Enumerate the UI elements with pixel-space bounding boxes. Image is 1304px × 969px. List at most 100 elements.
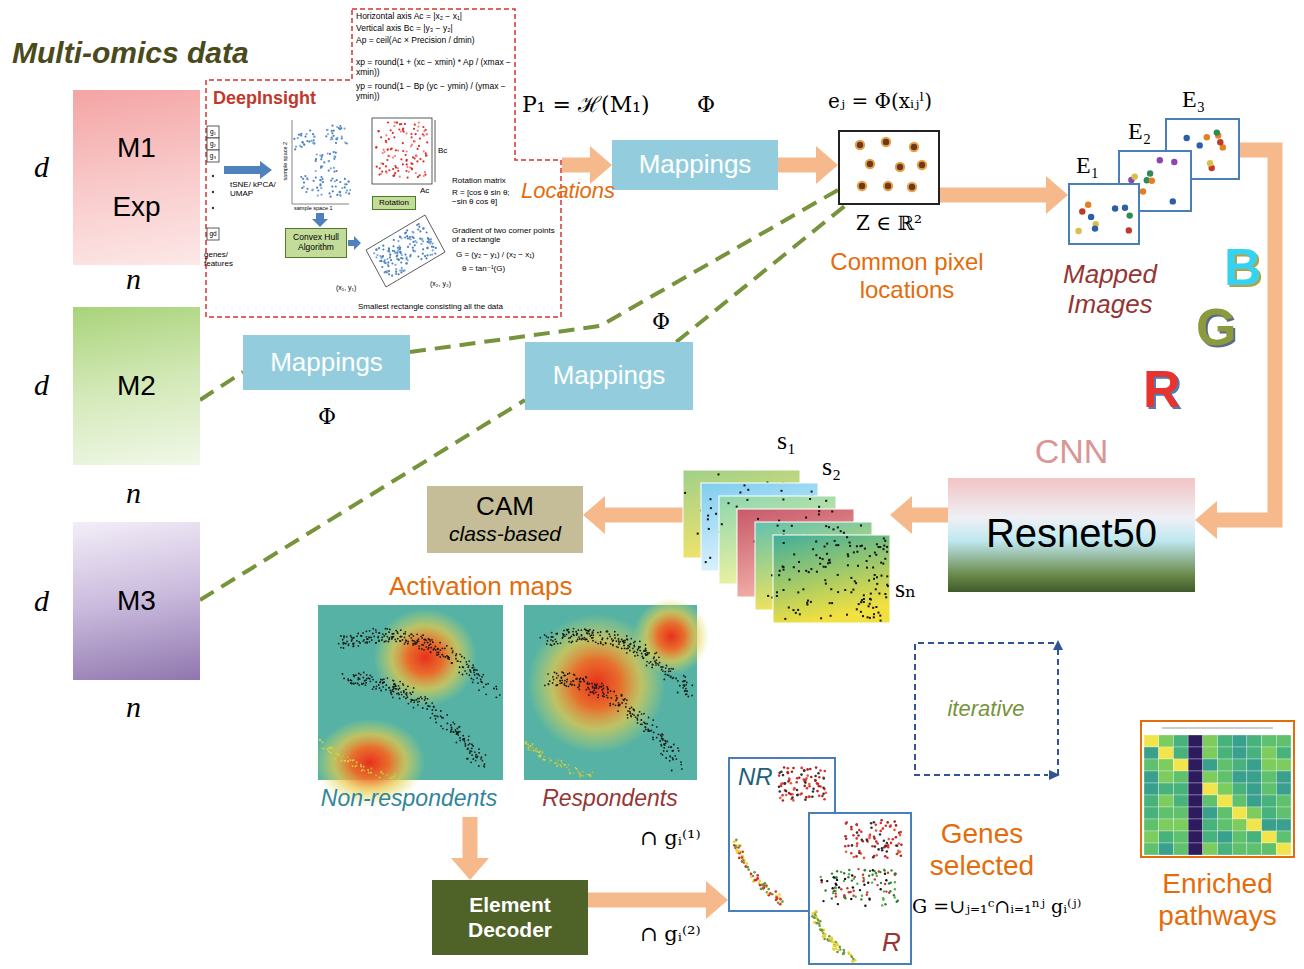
scatter-dot [602,685,604,687]
scatter-dot [348,181,350,183]
scatter-dot [407,246,409,248]
feature-dot [1157,157,1163,163]
scatter-dot [320,158,322,160]
pixel-noise [849,542,851,544]
scatter-dot [441,654,443,656]
scatter-dot [643,657,645,659]
scatter-dot [393,687,395,689]
scatter-dot [483,765,485,767]
scatter-dot [552,676,554,678]
scatter-dot [626,635,628,637]
node-text: Non-respondents [306,785,512,811]
scatter-dot [358,673,360,675]
pixel-noise [805,570,807,572]
pixel-noise [884,540,886,542]
scatter-dot [607,638,609,640]
scatter-dot [388,169,390,171]
scatter-dot [646,723,648,725]
scatter-dot [317,195,319,197]
scatter-dot [622,641,624,643]
scatter-dot [371,768,373,770]
scatter-dot [626,648,628,650]
scatter-dot [317,189,319,191]
scatter-dot [561,682,563,684]
scatter-dot [625,706,627,708]
pixel-noise [739,492,741,494]
arrow-head [1046,176,1068,214]
scatter-dot [473,672,475,674]
scatter-dot [376,686,378,688]
scatter-dot [329,192,331,194]
scatter-dot [392,175,394,177]
scatter-dot [404,643,406,645]
scatter-dot [383,635,385,637]
pixel-noise [784,618,786,620]
scatter-dot [435,718,437,720]
scatter-dot [442,728,444,730]
scatter-dot [366,636,368,638]
scatter-dot [590,691,592,693]
scatter-dot [566,681,568,683]
scatter-dot [591,683,593,685]
scatter-dot [392,776,394,778]
scatter-dot [457,660,459,662]
scatter-dot [421,648,423,650]
scatter-dot [419,138,421,140]
text-stack: M3 [73,522,200,680]
scatter-dot [659,662,661,664]
scatter-dot [426,133,428,135]
scatter-dot [683,680,685,682]
pixel-noise [829,559,831,561]
scatter-dot [616,698,618,700]
scatter-dot [562,636,564,638]
scatter-dot [342,673,344,675]
activation-map [520,605,697,780]
scatter-dot [652,664,654,666]
scatter-dot [388,251,390,253]
scatter-dot [555,641,557,643]
scatter-dot [623,645,625,647]
scatter-dot [421,239,423,241]
scatter-dot [644,726,646,728]
pixel-noise [798,570,800,572]
ellipsis-dot [212,191,214,193]
scatter-dot [353,683,355,685]
pixel-noise [872,567,874,569]
scatter-dot [303,143,305,145]
scatter-dot [353,675,355,677]
pixel-noise [874,552,876,554]
scatter-dot [378,640,380,642]
scatter-dot [355,682,357,684]
scatter-dot [477,756,479,758]
scatter-dot [588,633,590,635]
pixel-noise [818,510,820,512]
node-text: Rotation [379,198,409,207]
scatter-dot [446,729,448,731]
scatter-dot [579,638,581,640]
scatter-dot [385,140,387,142]
pixel-noise [837,591,839,593]
scatter-dot [425,129,427,131]
omics-block: M3 [73,522,200,680]
scatter-dot [683,675,685,677]
scatter-dot [569,637,571,639]
scatter-dot [597,632,599,634]
scatter-dot [350,679,352,681]
feature-dot [1197,142,1203,148]
scatter-dot [576,633,578,635]
scatter-dot [412,231,414,233]
scatter-dot [618,702,620,704]
node-text: eⱼ = Φ(xᵢⱼˡ) [828,90,932,113]
scatter-dot [328,751,330,753]
scatter-dot [412,241,414,243]
scatter-dot [391,693,393,695]
scatter-dot [330,179,332,181]
scatter-dot [684,684,686,686]
scatter-dot [422,133,424,135]
scatter-dot [560,760,562,762]
scatter-dot [383,678,385,680]
scatter-dot [422,228,424,230]
scatter-dot [338,127,340,129]
scatter-dot [571,683,573,685]
scatter-dot [684,676,686,678]
